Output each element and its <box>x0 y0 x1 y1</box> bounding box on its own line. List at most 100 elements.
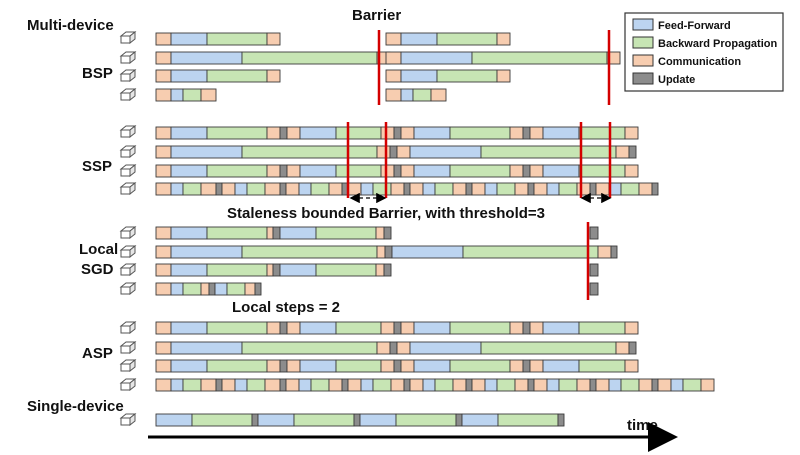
feed-forward-segment <box>170 182 184 196</box>
backward-segment <box>558 378 578 392</box>
communication-segment <box>155 282 172 296</box>
backward-segment <box>434 182 454 196</box>
communication-segment <box>390 378 405 392</box>
communication-segment <box>624 321 639 335</box>
feed-forward-segment <box>391 245 464 259</box>
communication-segment <box>496 69 511 83</box>
communication-segment <box>285 378 300 392</box>
feed-forward-segment <box>170 378 184 392</box>
communication-segment <box>638 182 653 196</box>
backward-segment <box>578 359 626 373</box>
feed-forward-segment <box>670 378 684 392</box>
backward-segment <box>335 126 382 140</box>
communication-segment <box>266 164 281 178</box>
staleness-annotation: Staleness bounded Barrier, with threshol… <box>227 205 545 222</box>
communication-segment <box>533 182 548 196</box>
update-segment <box>279 182 287 196</box>
communication-segment <box>155 359 172 373</box>
communication-segment <box>400 164 415 178</box>
update-segment <box>215 378 223 392</box>
feed-forward-segment <box>170 32 208 46</box>
device-node-icon <box>119 377 137 392</box>
communication-segment <box>155 245 172 259</box>
backward-segment <box>578 164 626 178</box>
feed-forward-segment <box>234 378 248 392</box>
backward-segment <box>449 321 511 335</box>
feed-forward-segment <box>608 378 622 392</box>
legend-swatch-update <box>632 72 654 85</box>
device-node-icon <box>119 144 137 159</box>
legend-label-update: Update <box>658 74 695 86</box>
feed-forward-segment <box>170 245 243 259</box>
communication-segment <box>155 88 172 102</box>
feed-forward-segment <box>155 413 193 427</box>
multi-device-label: Multi-device <box>27 17 114 34</box>
backward-segment <box>449 164 511 178</box>
feed-forward-segment <box>298 182 312 196</box>
backward-segment <box>241 51 378 65</box>
update-segment <box>589 282 599 296</box>
update-segment <box>651 182 659 196</box>
feed-forward-segment <box>413 126 451 140</box>
communication-segment <box>385 88 402 102</box>
communication-segment <box>266 359 281 373</box>
backward-segment <box>315 226 377 240</box>
feed-forward-segment <box>170 88 184 102</box>
communication-segment <box>400 126 415 140</box>
update-segment <box>389 145 398 159</box>
communication-segment <box>155 126 172 140</box>
device-node-icon <box>119 262 137 277</box>
feed-forward-segment <box>422 378 436 392</box>
feed-forward-segment <box>542 126 580 140</box>
update-segment <box>527 378 535 392</box>
communication-segment <box>266 32 281 46</box>
backward-segment <box>682 378 702 392</box>
backward-segment <box>206 69 268 83</box>
update-segment <box>279 126 288 140</box>
communication-segment <box>286 321 301 335</box>
barrier-annotation: Barrier <box>352 7 401 24</box>
ssp-label: SSP <box>82 158 112 175</box>
feed-forward-segment <box>542 321 580 335</box>
update-segment <box>393 321 402 335</box>
communication-segment <box>624 359 639 373</box>
backward-segment <box>480 341 617 355</box>
backward-segment <box>434 378 454 392</box>
feed-forward-segment <box>400 32 438 46</box>
communication-segment <box>615 341 630 355</box>
update-segment <box>610 245 618 259</box>
update-segment <box>208 282 216 296</box>
device-node-icon <box>119 30 137 45</box>
update-segment <box>403 378 411 392</box>
feed-forward-segment <box>170 145 243 159</box>
communication-segment <box>533 378 548 392</box>
communication-segment <box>385 69 402 83</box>
communication-segment <box>385 51 402 65</box>
barrier-lines <box>346 30 612 300</box>
communication-segment <box>266 263 274 277</box>
device-node-icon <box>119 68 137 83</box>
update-segment <box>522 359 531 373</box>
feed-forward-segment <box>542 359 580 373</box>
communication-segment <box>380 164 395 178</box>
communication-segment <box>595 182 610 196</box>
feed-forward-segment <box>400 69 438 83</box>
communication-segment <box>376 341 391 355</box>
communication-segment <box>380 359 395 373</box>
update-segment <box>651 378 659 392</box>
legend: Feed-Forward Backward Propagation Commun… <box>624 12 784 92</box>
single-device-label: Single-device <box>27 398 124 415</box>
feed-forward-segment <box>170 321 208 335</box>
feed-forward-segment <box>400 88 414 102</box>
feed-forward-segment <box>299 359 337 373</box>
communication-segment <box>200 182 217 196</box>
communication-segment <box>200 88 217 102</box>
update-segment <box>557 413 565 427</box>
feed-forward-segment <box>299 164 337 178</box>
communication-segment <box>509 359 524 373</box>
communication-segment <box>529 164 544 178</box>
feed-forward-segment <box>413 359 451 373</box>
feed-forward-segment <box>279 226 317 240</box>
legend-label-feed-forward: Feed-Forward <box>658 20 731 32</box>
